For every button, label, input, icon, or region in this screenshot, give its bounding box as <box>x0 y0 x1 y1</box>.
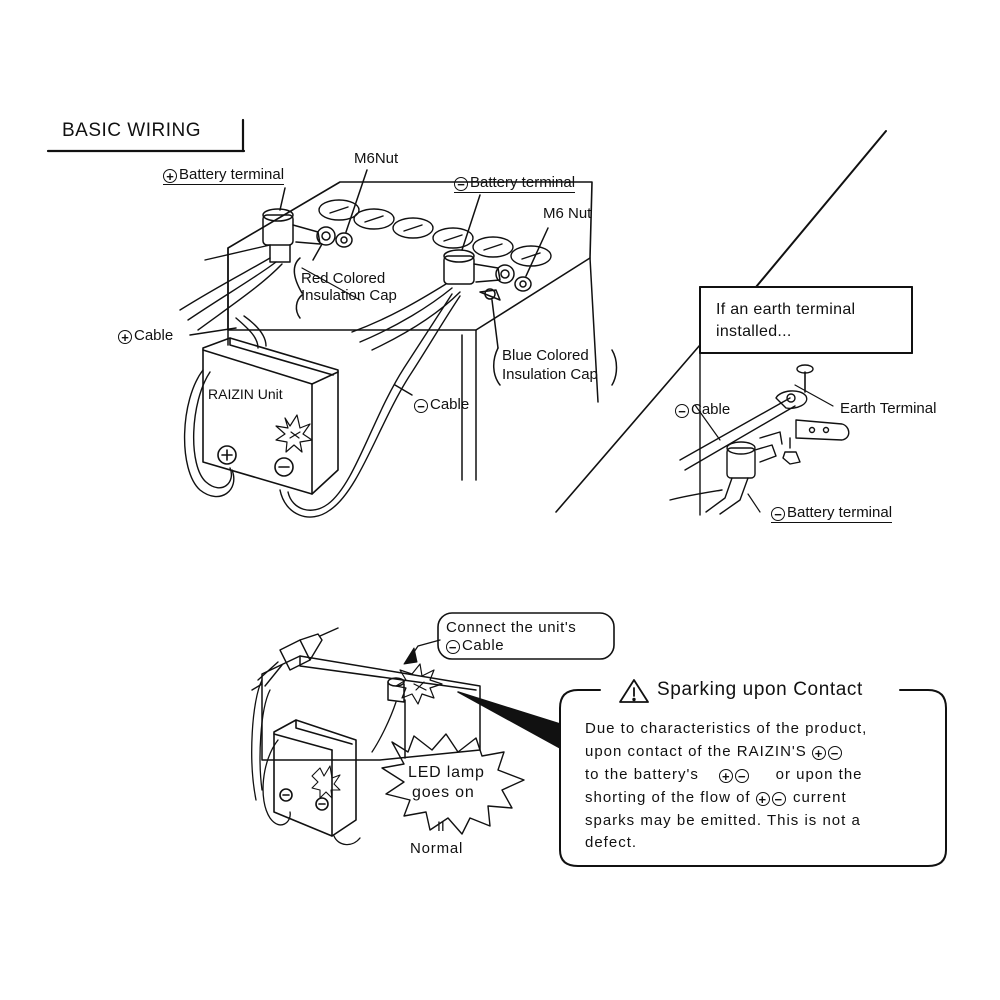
label-text: Battery terminal <box>179 166 285 183</box>
label-text: Battery terminal <box>787 504 893 521</box>
raizin-unit <box>202 337 339 495</box>
minus-icon: − <box>446 640 460 654</box>
equals-mark: II <box>437 818 445 834</box>
battery-top <box>227 181 599 481</box>
normal-label: Normal <box>410 840 464 857</box>
connect-callout-line1: Connect the unit's <box>446 619 577 636</box>
earth-terminal-drawing <box>669 364 850 515</box>
cell-caps <box>318 199 552 267</box>
earth-cable-label: −Cable <box>675 401 730 418</box>
minus-icon: − <box>414 399 428 413</box>
plus-icon: + <box>719 769 734 783</box>
positive-cable-top <box>179 244 283 331</box>
bottom-spark <box>395 663 443 705</box>
warning-line3-text: to the battery's <box>585 766 699 783</box>
minus-icon: − <box>827 746 842 760</box>
negative-cable-label: −Cable <box>414 396 469 413</box>
raizin-unit-label: RAIZIN Unit <box>208 386 283 402</box>
title-bar-frame <box>46 118 246 153</box>
positive-battery-terminal-label: +Battery terminal <box>163 166 285 185</box>
red-cap-label-line1: Red Colored <box>301 270 386 287</box>
warning-box-frame <box>559 689 947 867</box>
warning-line4: shorting of the flow of +− current <box>585 786 847 809</box>
earth-callout-line1: If an earth terminal <box>716 301 856 318</box>
warning-title: Sparking upon Contact <box>657 679 863 700</box>
minus-icon: − <box>454 177 468 191</box>
plus-icon: + <box>811 746 826 760</box>
positive-terminal-post <box>262 208 336 263</box>
m6nut-label-2: M6 Nut <box>543 205 592 222</box>
warning-line2: upon contact of the RAIZIN'S +− <box>585 740 844 763</box>
warning-line1: Due to characteristics of the product, <box>585 720 868 737</box>
led-burst <box>381 733 525 835</box>
m6nut-label-1: M6Nut <box>354 150 399 167</box>
red-cap-label-line2: Insulation Cap <box>301 287 397 304</box>
earth-callout-box-frame <box>699 286 913 354</box>
label-text: Battery terminal <box>470 174 576 191</box>
page-title: BASIC WIRING <box>62 120 202 141</box>
positive-cable-label: +Cable <box>118 327 173 344</box>
earth-terminal-label: Earth Terminal <box>840 400 937 417</box>
led-lamp-label: LED lamp <box>408 764 485 781</box>
blue-cap-label-line1: Blue Colored <box>502 347 589 364</box>
warning-triangle-icon <box>619 679 649 703</box>
warning-line4-text-2: current <box>792 789 847 806</box>
warning-line3-text-2: or upon the <box>775 766 863 783</box>
warning-line3: to the battery's +− or upon the <box>585 763 863 786</box>
earth-battery-terminal-label: −Battery terminal <box>771 504 893 523</box>
negative-cable-top <box>351 283 461 351</box>
connect-callout-line2: −Cable <box>446 637 504 654</box>
bottom-cables <box>251 679 397 846</box>
negative-terminal-post <box>443 249 515 301</box>
bottom-connector <box>251 627 339 691</box>
negative-battery-terminal-label: −Battery terminal <box>454 174 576 193</box>
minus-icon: − <box>771 507 785 521</box>
warning-line4-text: shorting of the flow of <box>585 789 751 806</box>
minus-icon: − <box>771 792 786 806</box>
connect-callout-frame <box>437 612 615 660</box>
plus-icon: + <box>118 330 132 344</box>
warning-line5: sparks may be emitted. This is not a <box>585 812 861 829</box>
plus-icon: + <box>163 169 177 183</box>
label-text: Cable <box>462 637 505 654</box>
warning-line2-text: upon contact of the RAIZIN'S <box>585 743 807 760</box>
blue-cap-label-line2: Insulation Cap <box>502 366 598 383</box>
minus-icon: − <box>735 769 750 783</box>
plus-icon: + <box>755 792 770 806</box>
bottom-battery <box>261 655 481 761</box>
unit-cables <box>183 293 461 518</box>
m6nut-left <box>335 232 353 248</box>
label-text: Cable <box>691 401 731 418</box>
warning-line6: defect. <box>585 834 638 851</box>
m6nut-right <box>514 276 532 292</box>
led-goes-on-label: goes on <box>412 784 475 801</box>
label-text: Cable <box>134 327 174 344</box>
bottom-unit <box>273 719 357 837</box>
label-text: Cable <box>430 396 470 413</box>
minus-icon: − <box>675 404 689 418</box>
earth-callout-line2: installed... <box>716 323 792 340</box>
